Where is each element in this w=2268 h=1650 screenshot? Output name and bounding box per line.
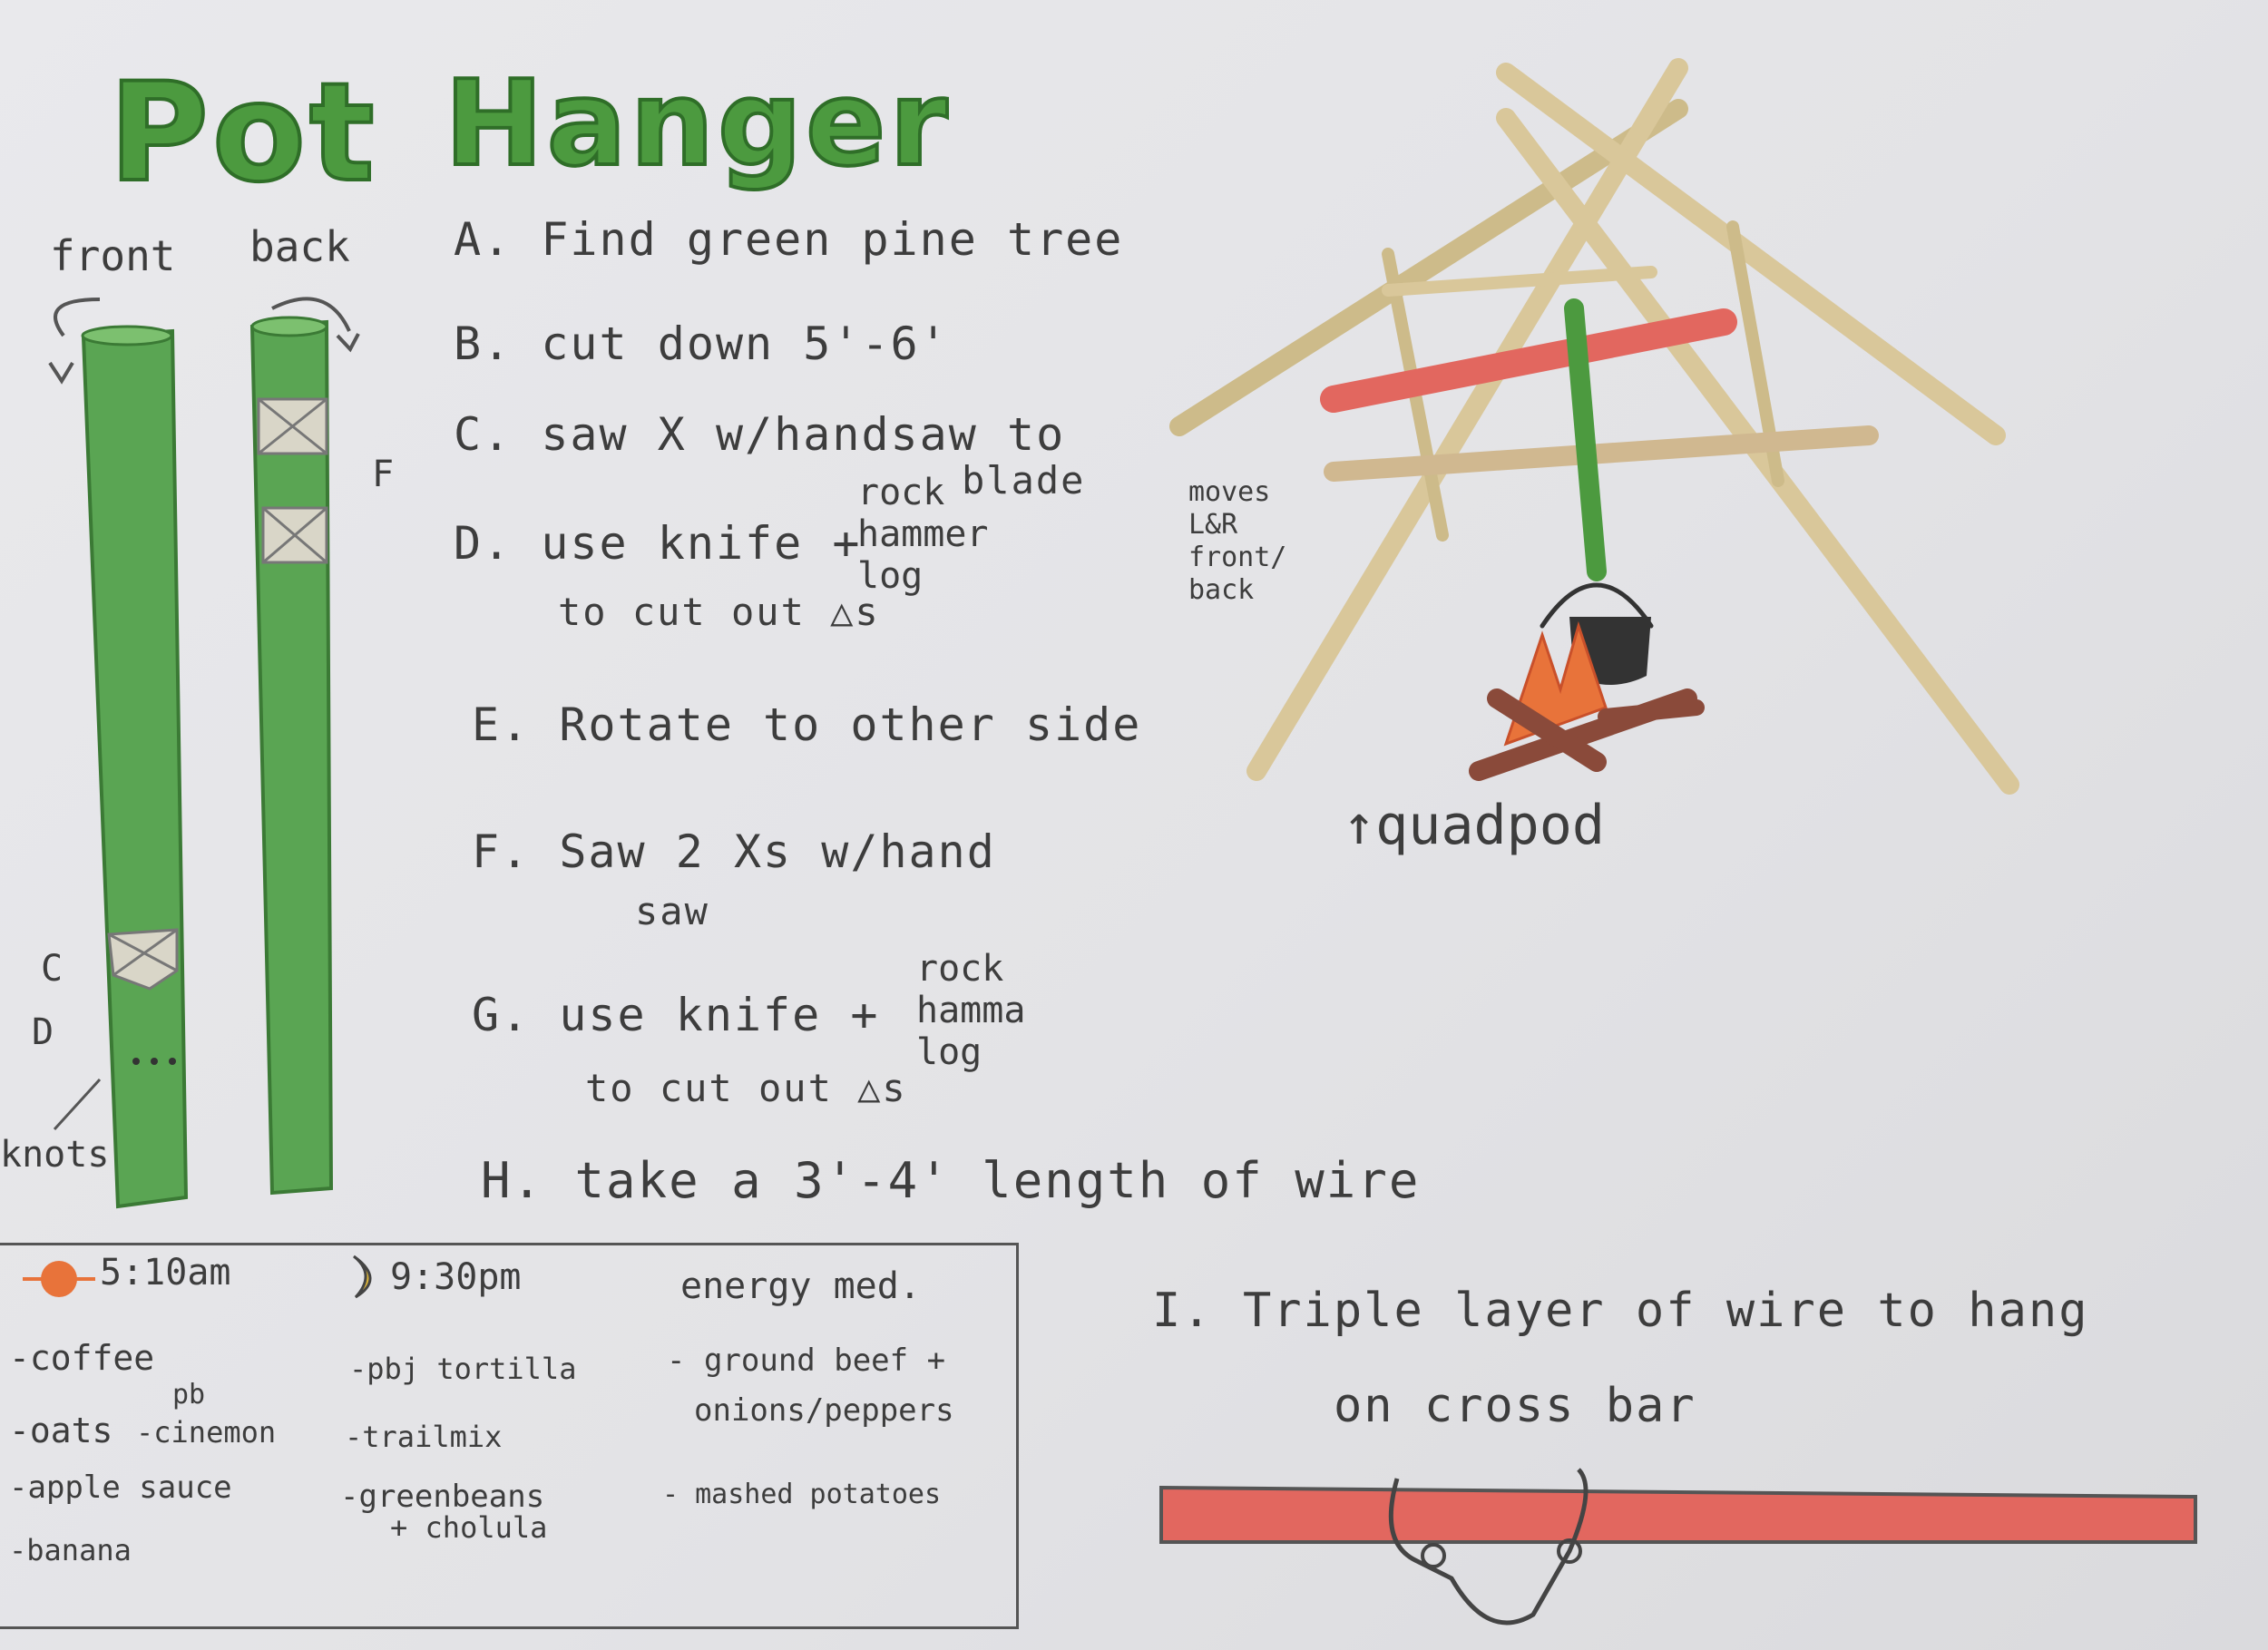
step-e: E. Rotate to other side bbox=[472, 698, 1142, 751]
moon-icon bbox=[353, 1255, 372, 1299]
menu-item: -banana bbox=[9, 1533, 132, 1567]
step-i: I. Triple layer of wire to hang bbox=[1152, 1284, 2089, 1338]
label-knots: knots bbox=[0, 1134, 110, 1176]
quadpod-drawing bbox=[1169, 58, 2019, 795]
menu-item: -apple sauce bbox=[9, 1469, 232, 1506]
label-d: D bbox=[32, 1011, 54, 1053]
label-back: back bbox=[249, 222, 350, 271]
title-pot: Pot bbox=[107, 53, 378, 214]
step-b: B. cut down 5'-6' bbox=[454, 317, 949, 370]
label-f: F bbox=[372, 454, 395, 495]
step-a: A. Find green pine tree bbox=[454, 213, 1124, 266]
menu-item: -greenbeans bbox=[340, 1479, 545, 1515]
menu-item: -trailmix bbox=[345, 1420, 503, 1454]
quadpod-caption: ↑quadpod bbox=[1343, 794, 1605, 857]
menu-item: onions/peppers bbox=[694, 1392, 954, 1429]
menu-item-cinemon: -cinemon bbox=[136, 1415, 277, 1450]
menu-item-pb: pb bbox=[172, 1379, 206, 1411]
menu-item: -pbj tortilla bbox=[349, 1352, 577, 1386]
menu-item: - ground beef + bbox=[667, 1342, 946, 1379]
sunrise-time: 5:10am bbox=[100, 1252, 231, 1294]
energy-level: energy med. bbox=[680, 1265, 921, 1307]
step-d: D. use knife + bbox=[454, 517, 862, 570]
step-h: H. take a 3'-4' length of wire bbox=[481, 1152, 1421, 1209]
step-d-line2: to cut out △s bbox=[558, 590, 880, 634]
title-hanger: Hanger bbox=[443, 53, 952, 194]
menu-item: -oats bbox=[9, 1411, 113, 1450]
step-c-line2: blade bbox=[962, 458, 1086, 503]
cross-bar-drawing bbox=[1159, 1468, 2197, 1626]
sun-icon bbox=[23, 1261, 95, 1297]
step-i-line2: on cross bar bbox=[1334, 1379, 1696, 1433]
label-c: C bbox=[41, 948, 64, 990]
step-f: F. Saw 2 Xs w/hand bbox=[472, 825, 996, 878]
front-pole-drawing bbox=[48, 298, 189, 1209]
step-g: G. use knife + bbox=[472, 989, 880, 1041]
menu-item: + cholula bbox=[390, 1510, 548, 1545]
step-g-line2: to cut out △s bbox=[585, 1066, 907, 1110]
step-f-line2: saw bbox=[635, 889, 709, 933]
meal-plan-box bbox=[0, 1243, 1019, 1629]
sunset-time: 9:30pm bbox=[390, 1256, 522, 1298]
menu-item: - mashed potatoes bbox=[662, 1479, 942, 1510]
menu-item: -coffee bbox=[9, 1338, 155, 1378]
label-front: front bbox=[50, 231, 176, 280]
step-c: C. saw X w/handsaw to bbox=[454, 408, 1066, 461]
back-pole-drawing bbox=[249, 297, 360, 1196]
